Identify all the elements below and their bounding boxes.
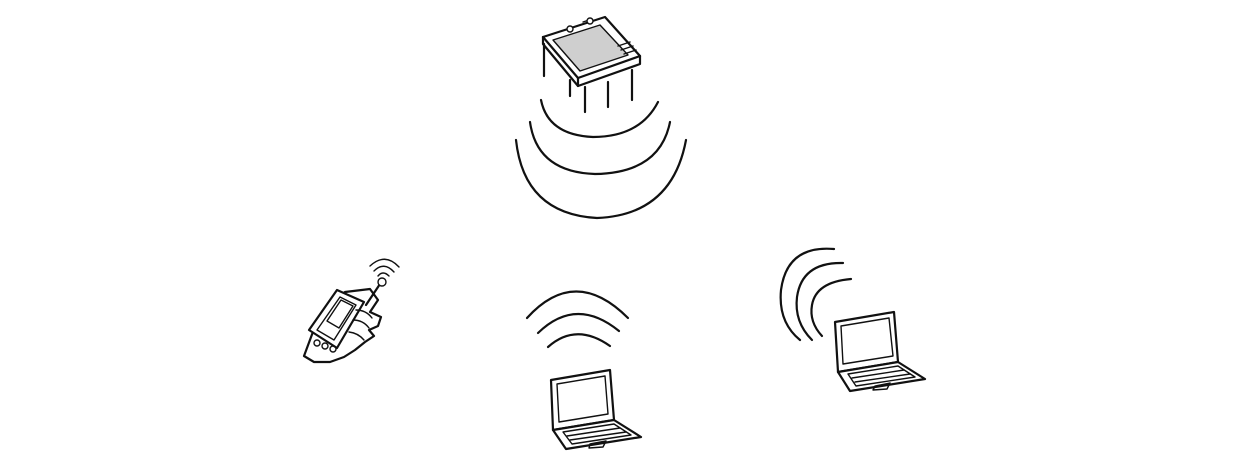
signal-wave [546, 333, 612, 349]
signal-wave [795, 261, 845, 342]
wireless-access-point-icon [541, 15, 642, 114]
signal-wave [810, 277, 853, 338]
access-point-signal-waves [514, 98, 688, 220]
handheld-device-icon [302, 277, 387, 364]
laptop-center-icon [549, 368, 643, 451]
laptop-center-signal-waves [525, 290, 630, 349]
laptop-right-icon [833, 310, 927, 393]
signal-wave [525, 290, 630, 320]
signal-wave [373, 265, 395, 273]
handheld-signal-waves [369, 258, 400, 277]
signal-wave [536, 312, 621, 335]
signal-wave [539, 98, 660, 139]
signal-wave [377, 272, 390, 277]
signal-wave [779, 247, 836, 342]
laptop-right-signal-waves [779, 247, 853, 342]
signal-wave [528, 120, 672, 176]
signal-wave [369, 258, 400, 268]
signal-wave [514, 138, 688, 220]
